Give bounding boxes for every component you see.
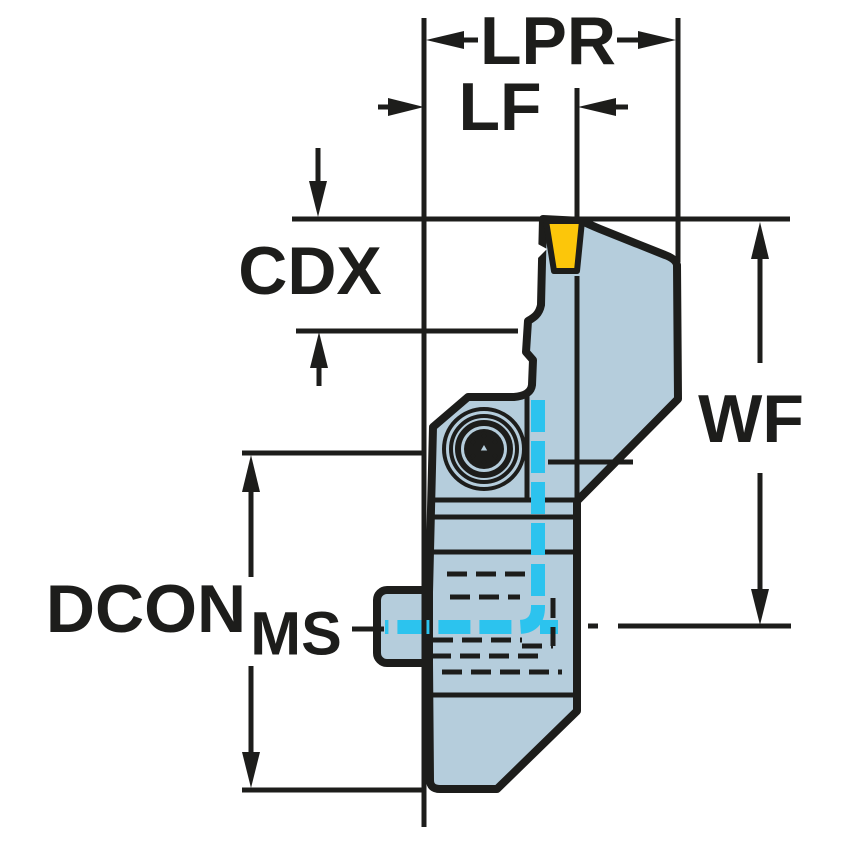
dimension-cdx (309, 148, 328, 386)
dimension-wf (751, 222, 769, 625)
internal-edges (429, 276, 633, 698)
dimension-label-lf: LF (458, 69, 542, 145)
dimension-label-dcon: DCON (45, 571, 247, 647)
dimension-label-cdx: CDX (238, 233, 382, 309)
dimension-lf (378, 98, 628, 116)
dimension-label-ms: MS (250, 599, 342, 668)
dimension-lpr (426, 31, 676, 49)
torx-socket-icon (468, 431, 500, 460)
extension-lines (242, 18, 791, 827)
hidden-edge-lines (431, 571, 562, 675)
dimension-dcon (242, 455, 260, 788)
dimension-label-wf: WF (698, 381, 804, 457)
dimension-label-lpr: LPR (480, 3, 616, 79)
tool-body (425, 215, 682, 793)
insert-seat-notch (536, 243, 547, 258)
torx-clamp-screw (442, 407, 526, 491)
